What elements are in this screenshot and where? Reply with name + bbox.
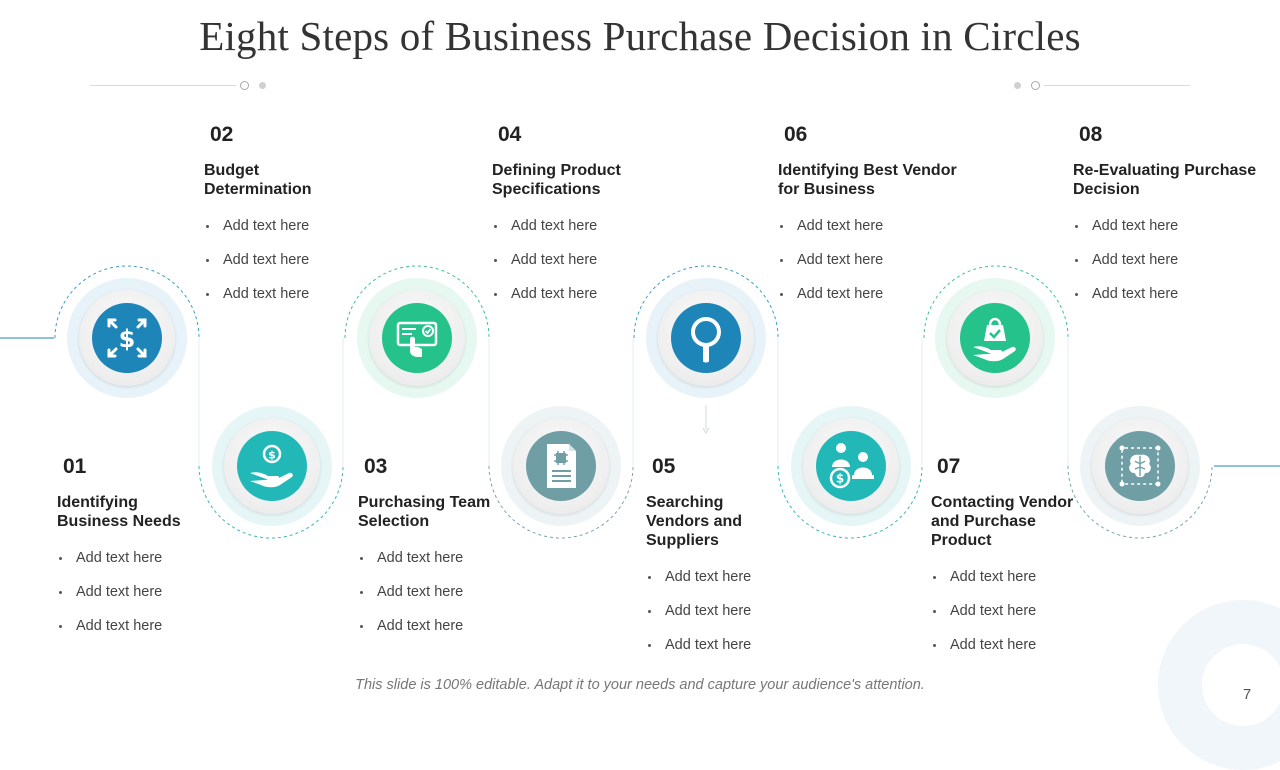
step-04-text: 04 Defining Product Specifications Add t… (492, 123, 662, 318)
step-title: Identifying Business Needs (57, 494, 181, 530)
page-title: Eight Steps of Business Purchase Decisio… (199, 13, 1081, 59)
top-right-divider (1044, 85, 1190, 86)
step-01-text: 01 Identifying Business Needs Add text h… (57, 455, 227, 650)
step-number: 03 (364, 455, 388, 478)
bullet-item: Add text here (204, 216, 374, 250)
bullet-item: Add text here (646, 635, 816, 669)
bullet-item: Add text here (646, 567, 816, 601)
bullet-item: Add text here (57, 616, 227, 650)
svg-text:$: $ (268, 449, 276, 462)
bullet-item: Add text here (1073, 216, 1243, 250)
step-07-text: 07 Contacting Vendor and Purchase Produc… (931, 455, 1101, 669)
step-03-text: 03 Purchasing Team Selection Add text he… (358, 455, 528, 650)
bullet-item: Add text here (204, 250, 374, 284)
step-number: 02 (210, 123, 234, 146)
bullet-item: Add text here (1073, 284, 1243, 318)
spec-document-icon (547, 444, 576, 488)
step-02-circle: $ (212, 406, 332, 526)
step-01-circle: $ (67, 278, 187, 398)
bullet-item: Add text here (492, 284, 662, 318)
step-number: 07 (937, 455, 961, 478)
step-06-circle: $ (791, 406, 911, 526)
step-04-circle (501, 406, 621, 526)
connector-track (0, 265, 1280, 539)
hand-bag-icon (973, 317, 1016, 362)
bullet-item: Add text here (778, 284, 948, 318)
step-number: 08 (1079, 123, 1103, 146)
bullet-item: Add text here (492, 250, 662, 284)
dollar-arrows-icon: $ (107, 318, 147, 358)
svg-text:$: $ (836, 472, 844, 486)
hand-coin-icon: $ (250, 444, 293, 488)
bullet-item: Add text here (1073, 250, 1243, 284)
footer-note: This slide is 100% editable. Adapt it to… (355, 677, 925, 693)
step-07-circle (935, 278, 1055, 398)
bullet-item: Add text here (646, 601, 816, 635)
bullet-item: Add text here (931, 567, 1101, 601)
step-05-text: 05 Searching Vendors and Suppliers Add t… (646, 455, 816, 669)
vendor-meeting-icon: $ (829, 443, 874, 489)
step-08-text: 08 Re-Evaluating Purchase Decision Add t… (1073, 123, 1256, 318)
bullet-item: Add text here (778, 250, 948, 284)
step-number: 01 (63, 455, 87, 478)
divider-dot (1014, 82, 1021, 89)
step-number: 06 (784, 123, 808, 146)
brain-chip-icon (1119, 445, 1161, 487)
step-03-circle (357, 278, 477, 398)
step-title: Purchasing Team Selection (358, 494, 491, 530)
step-title: Identifying Best Vendor for Business (778, 162, 957, 198)
step-05-circle (646, 278, 766, 398)
bullet-item: Add text here (57, 582, 227, 616)
bullet-item: Add text here (931, 635, 1101, 669)
step-title: Contacting Vendor and Purchase Product (931, 494, 1074, 549)
bullet-item: Add text here (358, 548, 528, 582)
bullet-item: Add text here (358, 582, 528, 616)
divider-dot (1031, 81, 1040, 90)
step-title: Searching Vendors and Suppliers (646, 494, 743, 549)
top-left-divider (90, 85, 236, 86)
approval-card-icon (396, 321, 438, 357)
bullet-item: Add text here (204, 284, 374, 318)
step-08-circle (1080, 406, 1200, 526)
page-number: 7 (1242, 686, 1252, 703)
step-02-text: 02 Budget Determination Add text here Ad… (204, 123, 374, 318)
bullet-item: Add text here (57, 548, 227, 582)
divider-dot (259, 82, 266, 89)
svg-text:$: $ (119, 325, 136, 353)
step-title: Budget Determination (204, 162, 312, 198)
divider-dot (240, 81, 249, 90)
step-06-text: 06 Identifying Best Vendor for Business … (778, 123, 957, 318)
magnifier-icon (691, 317, 721, 363)
step-title: Re-Evaluating Purchase Decision (1073, 162, 1257, 198)
step-number: 05 (652, 455, 676, 478)
bullet-item: Add text here (778, 216, 948, 250)
bullet-item: Add text here (931, 601, 1101, 635)
bullet-item: Add text here (358, 616, 528, 650)
bullet-item: Add text here (492, 216, 662, 250)
step-number: 04 (498, 123, 522, 146)
step-title: Defining Product Specifications (492, 162, 621, 198)
